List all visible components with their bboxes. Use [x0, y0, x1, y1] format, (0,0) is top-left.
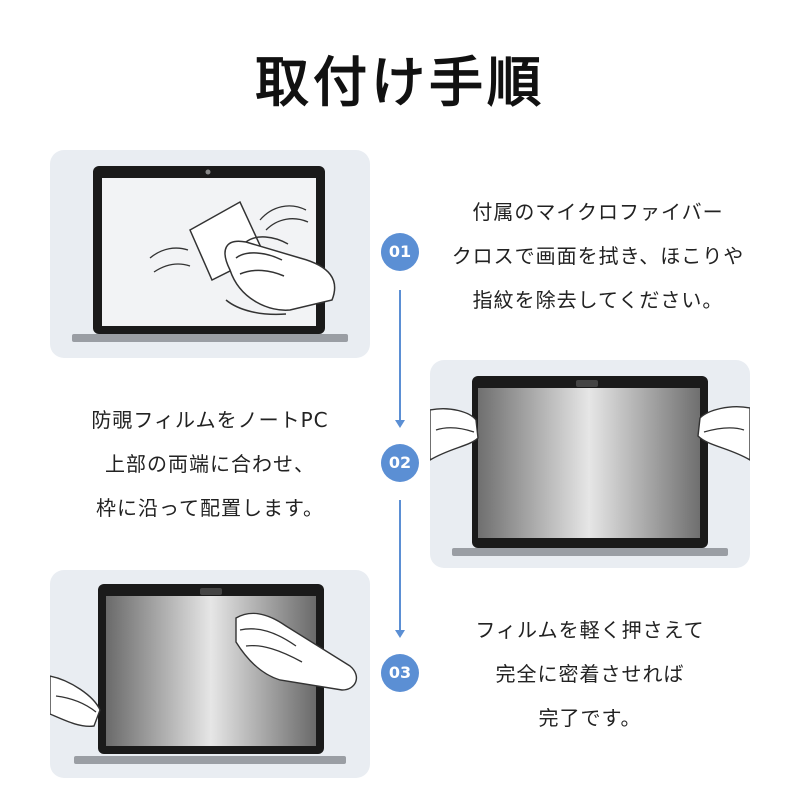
step-3-description: フィルムを軽く押さえて 完全に密着させれば 完了です。 [430, 608, 750, 740]
step-1-line-1: 付属のマイクロファイバー [472, 200, 724, 224]
step-2-line-3: 枠に沿って配置します。 [96, 496, 324, 520]
step-2-description: 防覗フィルムをノートPC 上部の両端に合わせ、 枠に沿って配置します。 [60, 398, 360, 530]
connector-line-2 [399, 500, 401, 630]
step-1-description: 付属のマイクロファイバー クロスで画面を拭き、ほこりや 指紋を除去してください。 [428, 190, 768, 322]
step-1-line-2: クロスで画面を拭き、ほこりや [451, 244, 745, 268]
laptop-cleaning-illustration [72, 166, 348, 342]
step-2-line-2: 上部の両端に合わせ、 [105, 452, 315, 476]
connector-line-1 [399, 290, 401, 420]
step-3-illustration [50, 570, 370, 778]
step-3-line-2: 完全に密着させれば [495, 662, 685, 686]
step-3-badge: 03 [381, 654, 419, 692]
step-3-line-3: 完了です。 [538, 706, 642, 730]
step-1-line-3: 指紋を除去してください。 [472, 288, 724, 312]
step-3-line-1: フィルムを軽く押さえて [475, 618, 705, 642]
step-2-badge: 02 [381, 444, 419, 482]
step-2-illustration [430, 360, 750, 568]
arrow-down-icon [395, 630, 405, 638]
laptop-film-pressing-illustration [50, 584, 358, 764]
step-2-line-1: 防覗フィルムをノートPC [91, 408, 329, 432]
page-title: 取付け手順 [255, 51, 545, 114]
step-1-illustration [50, 150, 370, 358]
arrow-down-icon [395, 420, 405, 428]
laptop-film-placement-illustration [430, 376, 750, 556]
step-1-badge: 01 [381, 233, 419, 271]
